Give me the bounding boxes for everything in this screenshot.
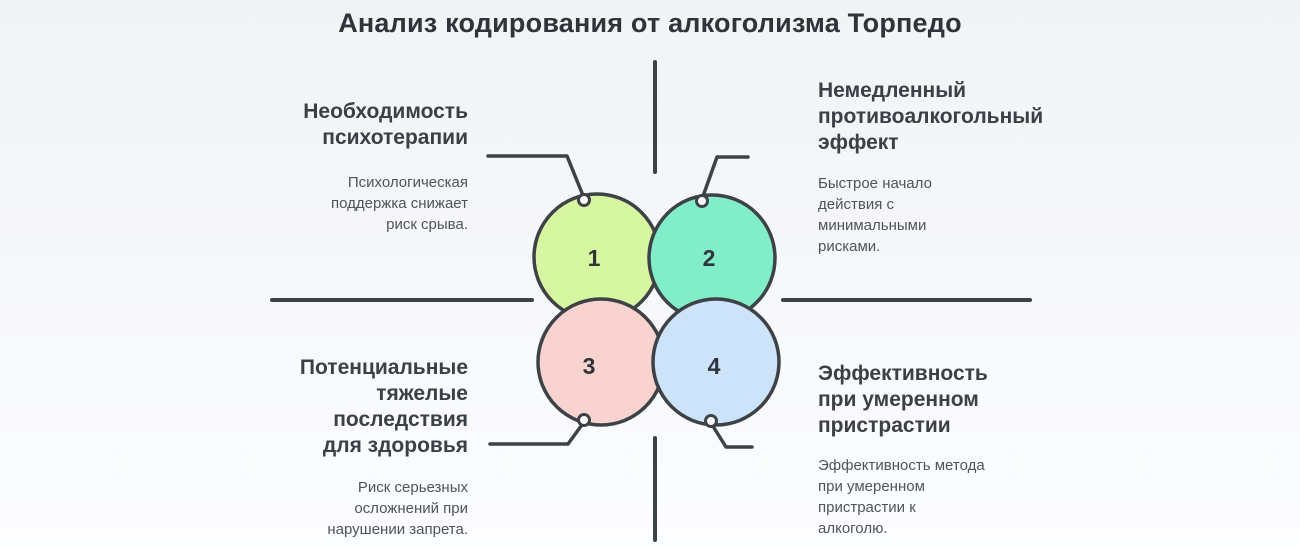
quadrant-2-heading: Немедленный противоалкогольный эффект: [818, 79, 1044, 154]
connector-quadrant-3-node: [577, 413, 591, 427]
quadrant-3-heading: Потенциальные тяжелые последствия для зд…: [299, 356, 468, 457]
circle-3-number: 3: [583, 353, 596, 379]
connector-quadrant-4-node: [704, 414, 718, 428]
page-title: Анализ кодирования от алкоголизма Торпед…: [338, 8, 962, 38]
quadrant-4-description: Эффективность метода при умеренном прист…: [818, 457, 985, 537]
circle-2-number: 2: [703, 245, 716, 271]
quadrant-1-heading: Необходимость психотерапии: [303, 100, 468, 149]
connector-quadrant-1-line: [486, 154, 586, 200]
connector-quadrant-4-line: [709, 421, 754, 449]
quadrant-3-description: Риск серьезных осложнений при нарушении …: [327, 479, 468, 538]
connector-quadrant-2-line: [700, 155, 750, 201]
circle-3: [536, 297, 666, 427]
connector-quadrant-1-node: [577, 193, 591, 207]
quadrant-4-heading: Эффективность при умеренном пристрастии: [818, 362, 988, 437]
quadrant-2-description: Быстрое начало действия с минимальными р…: [818, 175, 932, 255]
connector-quadrant-3-line: [488, 420, 586, 446]
connector-quadrant-2-node: [695, 194, 709, 208]
circle-4-number: 4: [708, 353, 721, 379]
circle-1-number: 1: [588, 245, 601, 271]
quadrant-1-description: Психологическая поддержка снижает риск с…: [330, 174, 468, 233]
